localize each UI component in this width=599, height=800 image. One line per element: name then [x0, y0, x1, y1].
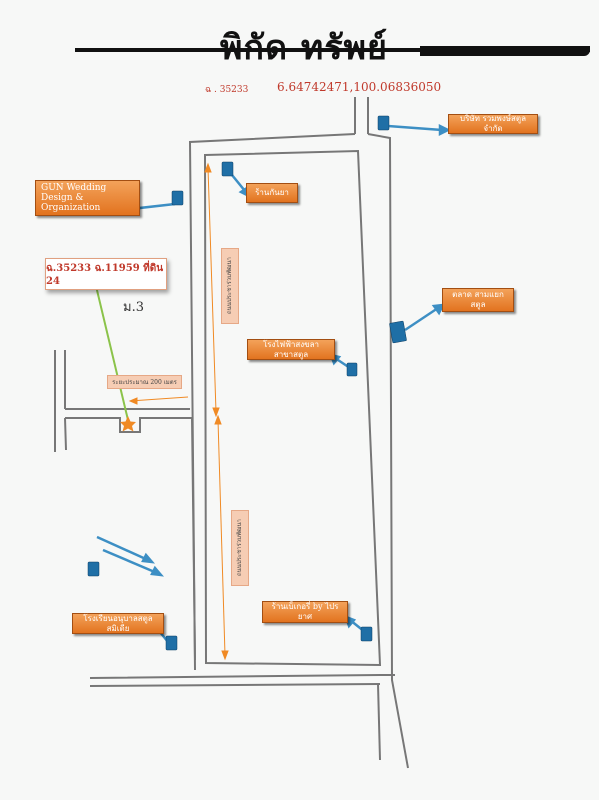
header-rule	[75, 48, 590, 52]
distance-line-tip	[128, 397, 138, 405]
handwritten-note: ม.3	[123, 300, 144, 315]
page-title: พิกัด ทรัพย์	[220, 28, 388, 68]
distance-line	[129, 396, 189, 402]
arrow-temple	[404, 306, 439, 332]
marker-hotel-icon	[346, 362, 358, 377]
marker-wedding-icon	[171, 190, 184, 206]
arrow-mid-a-head	[141, 552, 156, 564]
label-company: บริษัท รวมพงษ์สตูล จำกัด	[448, 114, 538, 134]
marker-bakery-icon	[360, 626, 373, 642]
label-school: โรงเรียนอนุบาลสตูล สมิเดีย	[72, 613, 164, 634]
label-wedding: GUN Wedding Design & Organization	[35, 180, 140, 216]
deed-pointer-line	[95, 285, 129, 421]
label-temple-right: ตลาด สามแยกสตูล	[442, 288, 514, 312]
marker-top-shop-icon	[221, 161, 234, 177]
arrow-temple-head	[431, 303, 446, 316]
markers	[87, 115, 407, 651]
arrow-company-head	[438, 123, 451, 137]
road-left-edge	[188, 133, 356, 671]
road-label-lower: ถนนประชาร่วมพัฒนา	[231, 510, 249, 586]
dimension-lower-end	[221, 650, 229, 661]
label-bakery: ร้านเบ็เกอรี่ by ไปรยาศ	[262, 601, 348, 623]
roads	[54, 97, 409, 769]
target-star-icon	[120, 416, 136, 432]
dimension-lower	[217, 419, 226, 656]
dimension-lower-tip	[214, 414, 222, 425]
deed-reference: ฉ . 35233	[205, 85, 249, 95]
header-rule-tail	[420, 46, 590, 56]
dimension-lines	[128, 162, 229, 661]
road-right-edge	[367, 133, 409, 769]
arrow-company	[387, 124, 443, 132]
dimension-upper-end	[212, 407, 220, 418]
arrow-top-shop	[231, 174, 246, 192]
inner-block	[203, 149, 382, 667]
road-left-c	[64, 417, 67, 451]
marker-school-icon	[165, 635, 178, 651]
coordinates: 6.64742471,100.06836050	[277, 80, 442, 94]
deed-label: ฉ.35233 ฉ.11959 ที่ดิน 24	[45, 258, 167, 290]
road-branch-bottom	[65, 417, 196, 661]
distance-label: ระยะประมาณ 200 เมตร	[107, 375, 182, 389]
road-bottom-b	[89, 683, 381, 687]
road-right-lower	[377, 683, 381, 761]
arrow-mid-b	[102, 548, 158, 575]
dimension-upper	[207, 167, 217, 413]
label-hotel: โรงไฟฟ้าสงขลา สาขาสตูล	[247, 339, 335, 360]
road-bottom-a	[89, 674, 395, 679]
arrow-mid-b-head	[150, 565, 165, 577]
label-top-shop: ร้านกันยา	[246, 183, 298, 203]
marker-company-icon	[377, 115, 390, 131]
dimension-upper-tip	[204, 162, 212, 173]
arrow-mid-a	[96, 535, 149, 562]
road-label-upper: ถนนประชาร่วมพัฒนา	[221, 248, 239, 324]
pointer-arrows	[96, 123, 451, 643]
marker-temple-icon	[389, 320, 407, 344]
marker-mid-icon	[87, 561, 100, 577]
